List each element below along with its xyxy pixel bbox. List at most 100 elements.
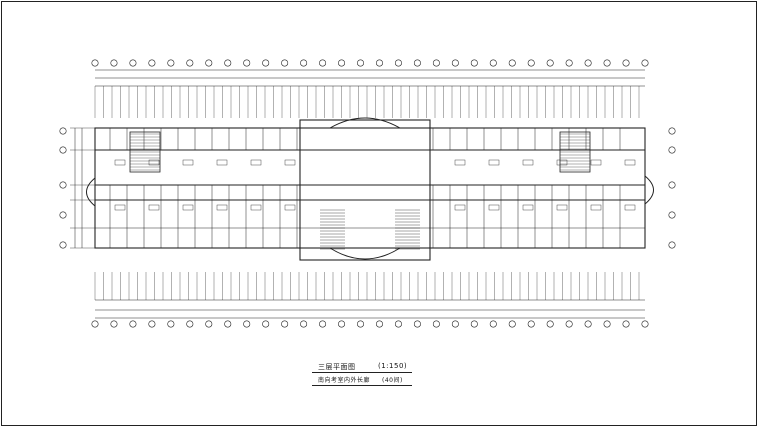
grid-bubble-bottom xyxy=(641,320,649,328)
grid-bubble-right xyxy=(668,211,676,219)
grid-bubble-top xyxy=(508,59,516,67)
grid-bubble-bottom xyxy=(508,320,516,328)
plan-wall xyxy=(624,159,636,166)
grid-bubble-top xyxy=(300,59,308,67)
grid-bubble-top xyxy=(148,59,156,67)
lobby-arc-bottom xyxy=(329,247,401,260)
grid-bubble-bottom xyxy=(262,320,270,328)
grid-bubble-bottom xyxy=(451,320,459,328)
right-bay xyxy=(644,175,654,205)
plan-wall xyxy=(148,159,160,166)
grid-bubble-top xyxy=(527,59,535,67)
plan-wall xyxy=(488,204,500,211)
plan-wall xyxy=(216,159,228,166)
grid-bubble-bottom xyxy=(205,320,213,328)
grid-bubble-bottom xyxy=(167,320,175,328)
grid-bubble-bottom xyxy=(584,320,592,328)
grid-bubble-bottom xyxy=(470,320,478,328)
grid-bubble-bottom xyxy=(375,320,383,328)
grid-bubble-bottom xyxy=(546,320,554,328)
plan-wall xyxy=(454,204,466,211)
plan-wall xyxy=(284,204,296,211)
plan-wall xyxy=(250,159,262,166)
grid-bubble-top xyxy=(357,59,365,67)
grid-bubble-top xyxy=(489,59,497,67)
plan-wall xyxy=(148,204,160,211)
grid-bubbles-top xyxy=(91,59,649,67)
plan-wall xyxy=(284,159,296,166)
drawing-title: 三层平面图 xyxy=(318,363,356,371)
plan-wall xyxy=(590,204,602,211)
grid-bubble-top xyxy=(641,59,649,67)
drawing-scale: (1:150) xyxy=(378,362,408,370)
grid-bubble-right xyxy=(668,241,676,249)
grid-bubble-bottom xyxy=(413,320,421,328)
grid-bubble-top xyxy=(262,59,270,67)
plan-wall xyxy=(556,159,568,166)
plan-wall xyxy=(114,159,126,166)
grid-bubble-bottom xyxy=(319,320,327,328)
plan-wall xyxy=(299,119,431,261)
grid-bubble-bottom xyxy=(394,320,402,328)
plan-wall xyxy=(250,204,262,211)
plan-wall xyxy=(624,204,636,211)
plan-wall xyxy=(522,159,534,166)
plan-wall xyxy=(454,159,466,166)
plan-wall xyxy=(94,127,646,249)
left-bay xyxy=(86,177,96,207)
grid-bubble-top xyxy=(432,59,440,67)
plan-wall xyxy=(488,159,500,166)
grid-bubble-top xyxy=(281,59,289,67)
grid-bubble-bottom xyxy=(129,320,137,328)
grid-bubble-left xyxy=(59,127,67,135)
plan-wall xyxy=(590,159,602,166)
grid-bubble-right xyxy=(668,181,676,189)
grid-bubbles-bottom xyxy=(91,320,649,328)
grid-bubble-top xyxy=(110,59,118,67)
grid-bubble-top xyxy=(565,59,573,67)
grid-bubble-top xyxy=(470,59,478,67)
plan-wall xyxy=(556,204,568,211)
grid-bubble-bottom xyxy=(622,320,630,328)
grid-bubble-top xyxy=(451,59,459,67)
grid-bubble-bottom xyxy=(148,320,156,328)
grid-bubble-bottom xyxy=(186,320,194,328)
grid-bubble-top xyxy=(319,59,327,67)
grid-bubble-top xyxy=(338,59,346,67)
grid-bubble-top xyxy=(546,59,554,67)
grid-bubble-bottom xyxy=(432,320,440,328)
grid-bubble-top xyxy=(129,59,137,67)
plan-structure xyxy=(70,69,654,319)
drawing-note: 南向考室内外长廊 xyxy=(318,377,371,384)
plan-wall xyxy=(182,204,194,211)
grid-bubble-top xyxy=(243,59,251,67)
room-count: (40间) xyxy=(382,377,403,384)
grid-bubble-bottom xyxy=(300,320,308,328)
grid-bubble-left xyxy=(59,181,67,189)
grid-bubble-top xyxy=(622,59,630,67)
grid-bubble-top xyxy=(205,59,213,67)
grid-bubble-top xyxy=(186,59,194,67)
grid-bubble-left xyxy=(59,211,67,219)
note-underline xyxy=(312,385,412,386)
plan-wall xyxy=(114,204,126,211)
grid-bubble-top xyxy=(603,59,611,67)
grid-bubble-top xyxy=(224,59,232,67)
plan-wall xyxy=(182,159,194,166)
plan-wall xyxy=(522,204,534,211)
grid-bubble-right xyxy=(668,127,676,135)
grid-bubble-top xyxy=(394,59,402,67)
grid-bubble-bottom xyxy=(565,320,573,328)
plan-wall xyxy=(216,204,228,211)
grid-bubble-bottom xyxy=(281,320,289,328)
grid-bubble-bottom xyxy=(91,320,99,328)
title-underline xyxy=(312,372,412,373)
grid-bubble-bottom xyxy=(603,320,611,328)
grid-bubble-bottom xyxy=(527,320,535,328)
grid-bubble-bottom xyxy=(338,320,346,328)
grid-bubble-left xyxy=(59,241,67,249)
grid-bubble-bottom xyxy=(224,320,232,328)
grid-bubble-bottom xyxy=(489,320,497,328)
